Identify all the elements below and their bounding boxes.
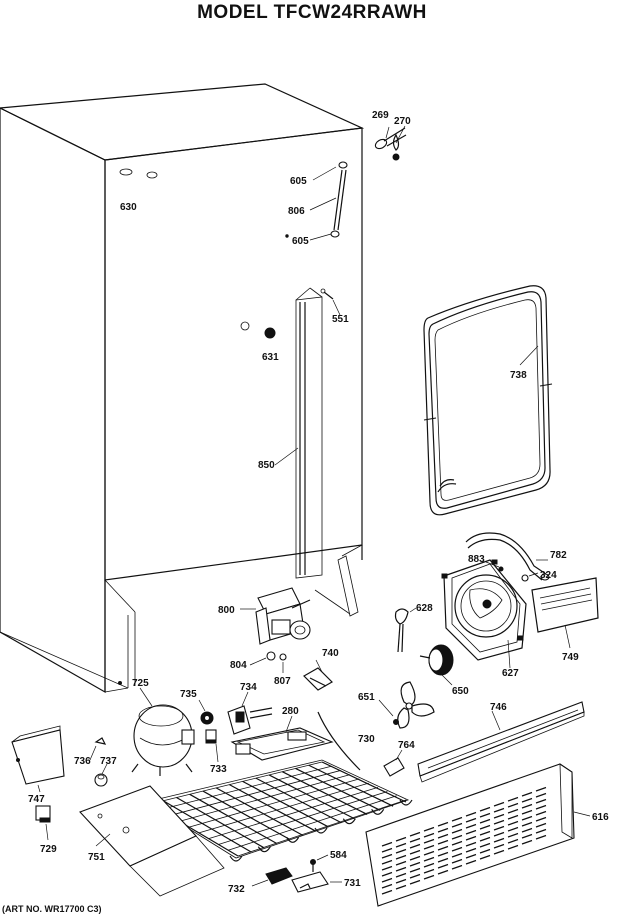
- fan-motor: [419, 644, 454, 686]
- part-label-746: 746: [490, 702, 507, 713]
- evaporator-fan-shroud: [441, 559, 527, 669]
- relay: [227, 691, 273, 735]
- part-label-280: 280: [282, 706, 299, 717]
- fan-blade: [378, 681, 435, 729]
- part-label-725: 725: [132, 678, 149, 689]
- part-label-738: 738: [510, 370, 527, 381]
- thermostat-628: [394, 607, 417, 653]
- defrost-heater-tube: [465, 532, 550, 582]
- part-label-630: 630: [120, 202, 137, 213]
- clip-740: [303, 659, 333, 691]
- condenser-coil: [144, 711, 413, 862]
- part-label-735: 735: [180, 689, 197, 700]
- part-label-269: 269: [372, 110, 389, 121]
- part-label-883: 883: [468, 554, 485, 565]
- part-label-734: 734: [240, 682, 257, 693]
- compressor: [131, 687, 195, 776]
- pad-732: [251, 867, 293, 887]
- front-rail: [417, 701, 585, 783]
- screw-551: [320, 288, 341, 316]
- part-label-651: 651: [358, 692, 375, 703]
- part-label-616: 616: [592, 812, 609, 823]
- part-label-650: 650: [452, 686, 469, 697]
- screw-584: [310, 854, 329, 872]
- kick-grille: [365, 763, 591, 907]
- part-label-736: 736: [74, 756, 91, 767]
- part-label-627: 627: [502, 668, 519, 679]
- part-label-324: 324: [540, 570, 557, 581]
- part-label-729: 729: [40, 844, 57, 855]
- part-label-584: 584: [330, 850, 347, 861]
- part-label-782: 782: [550, 550, 567, 561]
- part-label-628: 628: [416, 603, 433, 614]
- part-label-730: 730: [358, 734, 375, 745]
- capacitor-729: [35, 805, 51, 841]
- screw-and-clip: [374, 125, 407, 161]
- part-label-850: 850: [258, 460, 275, 471]
- overload: [205, 729, 219, 763]
- part-label-731: 731: [344, 878, 361, 889]
- bracket-747: [11, 725, 65, 793]
- part-label-631: 631: [262, 352, 279, 363]
- clip-736: [89, 737, 107, 761]
- drain-pan: [230, 715, 334, 761]
- part-label-747: 747: [28, 794, 45, 805]
- part-label-749: 749: [562, 652, 579, 663]
- part-label-605-top: 605: [290, 176, 307, 187]
- water-valve: [240, 587, 311, 673]
- part-label-732: 732: [228, 884, 245, 895]
- part-label-751: 751: [88, 852, 105, 863]
- art-number: (ART NO. WR17700 C3): [2, 904, 102, 914]
- fan-cover-panel: [531, 577, 599, 649]
- part-label-605-bottom: 605: [292, 236, 309, 247]
- foot-737: [94, 763, 108, 787]
- bracket-731: [291, 871, 342, 893]
- part-label-740: 740: [322, 648, 339, 659]
- cabinet: [0, 83, 365, 694]
- part-label-551: 551: [332, 314, 349, 325]
- part-label-733: 733: [210, 764, 227, 775]
- part-label-806: 806: [288, 206, 305, 217]
- base-pan: [79, 785, 225, 897]
- door-gasket: [423, 285, 553, 516]
- part-label-270: 270: [394, 116, 411, 127]
- part-label-737: 737: [100, 756, 117, 767]
- drain-tube-assembly: [285, 161, 348, 241]
- model-title: MODEL TFCW24RRAWH: [197, 2, 427, 23]
- part-labels: 269 270 605 806 605 630 551 631 738 850 …: [28, 110, 609, 895]
- part-label-800: 800: [218, 605, 235, 616]
- part-label-804: 804: [230, 660, 247, 671]
- clip-764: [383, 749, 405, 777]
- grommet: [198, 699, 214, 725]
- part-label-807: 807: [274, 676, 291, 687]
- part-label-764: 764: [398, 740, 415, 751]
